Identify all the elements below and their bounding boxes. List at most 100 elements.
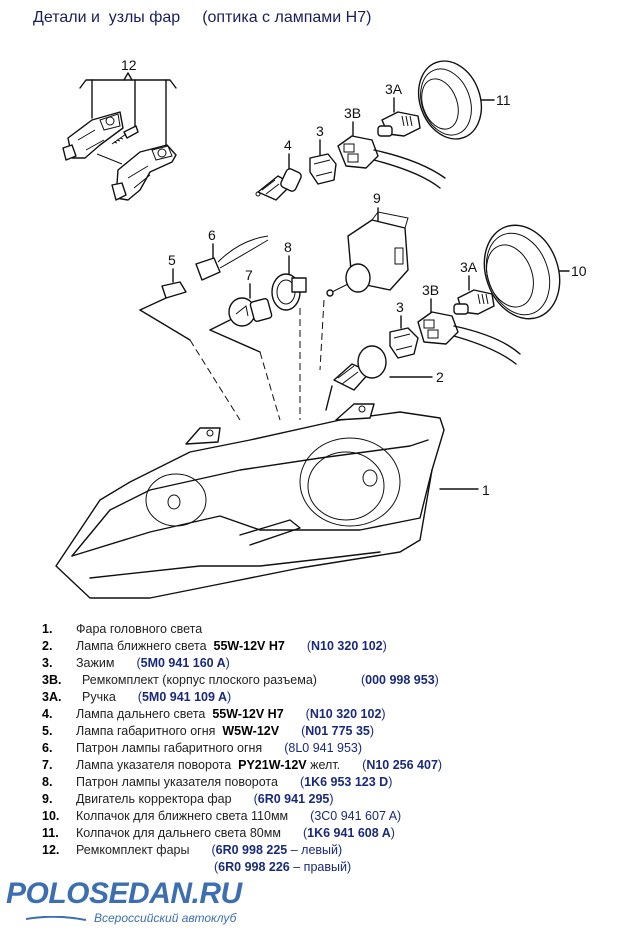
legend-spec: W5W-12V [222,724,280,738]
legend-description-group: (6R0 998 226 – правый) [214,859,351,876]
legend-part-number: (1K6 953 123 D) [299,775,393,789]
logo-brand: POLOSEDAN.RU [6,877,242,910]
legend-description-group: Ремкомплект (корпус плоского разъема) (00… [82,672,439,689]
callout-12: 12 [121,57,137,73]
callout-10: 10 [571,263,587,279]
legend-part-number: (N10 320 102) [306,639,387,653]
part-3a-handle-upper: 3A [377,81,421,137]
legend-description: Колпачок для дальнего света 80мм [76,826,281,840]
part-3-clip-upper: 3 [309,123,337,185]
callout-3a-upper: 3A [385,81,403,97]
exploded-headlight-diagram: 12 4 3 3B [55,57,587,599]
legend-part-number: (1K6 941 608 A) [302,826,395,840]
part-3b-connector-upper: 3B [337,105,446,189]
legend-description: Колпачок для ближнего света 110мм [76,809,289,823]
title-main: Детали и узлы фар [33,9,181,26]
legend-part-number: (8L0 941 953) [284,741,363,755]
legend-part-number: (6R0 998 226 – правый) [214,860,352,874]
legend-description-group: Двигатель корректора фар (6R0 941 295) [76,791,334,808]
legend-description-group: Ремкомплект фары (6R0 998 225 – левый) [76,842,342,859]
legend-description: Зажим [76,656,115,670]
legend-description: Лампа дальнего света [76,707,206,721]
callout-9: 9 [373,190,381,206]
part-1-headlight-housing: 1 [55,403,490,599]
callout-3-lower: 3 [396,299,404,315]
legend-part-number: (5M0 941 109 A) [137,690,232,704]
legend-description: Ремкомплект фары [76,843,190,857]
legend-description-group: Лампа ближнего света 55W-12V H7 (N10 320 … [76,638,387,655]
logo-tagline: Всероссийский автоклуб [94,911,237,925]
legend-description: Двигатель корректора фар [76,792,232,806]
legend-number: 12. [42,843,60,857]
legend-spec: PY21W-12V [238,758,307,772]
page-title: Детали и узлы фар (оптика с лампами H7) [33,9,371,27]
legend-part-number: (000 998 953) [360,673,439,687]
part-11-high-beam-cap: 11 [417,60,511,140]
legend-part-number: (6R0 941 295) [253,792,334,806]
part-7-turn-signal-bulb: 7 [209,267,273,353]
part-4-high-beam-bulb: 4 [255,137,302,201]
callout-3-upper: 3 [316,123,324,139]
part-12-repair-kit: 12 [62,57,177,201]
legend-description: Лампа габаритного огня [76,724,216,738]
legend-number: 2. [42,639,53,653]
legend-description-group: Колпачок для ближнего света 110мм(3C0 94… [76,808,401,825]
legend-part-number: (6R0 998 225 – левый) [211,843,343,857]
callout-3a-lower: 3A [460,259,478,275]
legend-description: Ремкомплект (корпус плоского разъема) [82,673,317,687]
legend-description: Патрон лампы габаритного огня [76,741,263,755]
logo-swoosh-icon [26,916,86,921]
callout-7: 7 [245,267,253,283]
legend-description: Лампа указателя поворота [76,758,232,772]
legend-number: 1. [42,622,53,636]
legend-description: Фара головного света [76,622,203,636]
legend-part-number: (N10 320 102) [305,707,386,721]
legend-note: – левый [290,843,339,857]
legend-number: 9. [42,792,53,806]
part-10-low-beam-cap: 10 [483,224,587,320]
callout-2: 2 [436,369,444,385]
legend-part-number: (N10 256 407) [362,758,443,772]
legend-spec: 55W-12V H7 [213,639,285,653]
part-2-low-beam-bulb: 2 [325,345,444,411]
title-subtitle: (оптика с лампами H7) [202,9,372,26]
legend-description: Лампа ближнего света [76,639,207,653]
legend-number: 3A. [42,690,62,704]
callout-1: 1 [482,482,490,498]
legend-description-group: Лампа габаритного огня W5W-12V (N01 775 3… [76,723,374,740]
legend-description: Ручка [82,690,116,704]
legend-number: 7. [42,758,53,772]
legend-extra: желт. [310,758,341,772]
legend-number: 8. [42,775,53,789]
part-9-headlight-range-motor: 9 [319,190,409,371]
part-5-parking-bulb: 5 [139,252,191,341]
callout-3b-lower: 3B [422,282,439,298]
legend-description-group: Лампа указателя поворота PY21W-12V желт.… [76,757,442,774]
legend-number: 5. [42,724,53,738]
callout-6: 6 [208,227,216,243]
site-logo: POLOSEDAN.RU Всероссийский автоклуб [6,878,306,928]
legend-number: 4. [42,707,53,721]
legend-part-number: (5M0 941 160 A) [136,656,230,670]
part-3b-connector-lower: 3B [417,282,521,365]
legend-spec: 55W-12V H7 [212,707,284,721]
callout-3b-upper: 3B [344,105,361,121]
legend-number: 10. [42,809,60,823]
legend-description-group: Патрон лампы габаритного огня (8L0 941 95… [76,740,362,757]
part-8-turn-signal-socket: 8 [271,239,307,311]
part-3a-handle-lower: 3A [453,259,495,315]
legend-part-number: (N01 775 35) [301,724,375,738]
part-6-parking-lamp-socket: 6 [195,227,269,281]
callout-5: 5 [168,252,176,268]
callout-8: 8 [284,239,292,255]
legend-description-group: Патрон лампы указателя поворота (1K6 953 … [76,774,392,791]
callout-11: 11 [496,92,511,108]
legend-number: 3B. [42,673,62,687]
legend-note: – правый [293,860,347,874]
legend-description: Патрон лампы указателя поворота [76,775,278,789]
legend-description-group: Ручка (5M0 941 109 A) [82,689,231,706]
part-3-clip-lower: 3 [389,299,419,359]
legend-number: 6. [42,741,53,755]
legend-description-group: Колпачок для дальнего света 80мм (1K6 941… [76,825,395,842]
legend-description-group: Лампа дальнего света 55W-12V H7 (N10 320 … [76,706,386,723]
